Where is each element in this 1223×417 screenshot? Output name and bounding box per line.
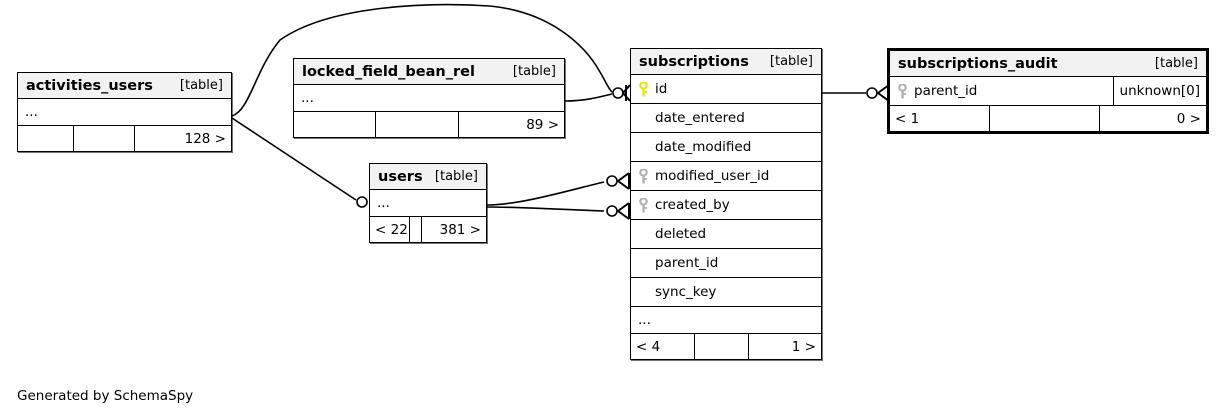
table-footer-users: < 22 381 > [370, 217, 486, 242]
table-ellipsis-row: ... [631, 307, 821, 334]
cardinality-zero-users [356, 196, 368, 208]
crowsfoot-modified_user_id [616, 172, 630, 190]
column-name-cell: parent_id [890, 83, 1113, 99]
table-tag: [table] [179, 78, 223, 93]
column-name-cell: date_modified [631, 139, 821, 155]
table-ellipsis-row: ... [370, 190, 486, 217]
footer-cell-right: 1 > [791, 338, 816, 355]
table-title: subscriptions_audit [898, 55, 1058, 72]
table-locked_field_bean_rel[interactable]: locked_field_bean_rel [table] ... 89 > [293, 58, 565, 138]
table-footer-locked_field_bean_rel: 89 > [294, 112, 564, 137]
cardinality-zero-audit-parent_id [866, 87, 878, 99]
table-title: activities_users [26, 77, 153, 94]
footer-cell-right: 0 > [1176, 110, 1201, 127]
table-ellipsis-row: ... [18, 99, 231, 126]
table-tag: [table] [1154, 56, 1198, 71]
column-name-cell: created_by [631, 197, 821, 213]
edge-locked_field_bean_rel-subscriptions [564, 93, 613, 102]
table-title: users [378, 168, 423, 185]
cardinality-zero-created_by [606, 205, 618, 217]
footer-cell-mid [410, 217, 422, 242]
footer-cell-left [18, 126, 74, 151]
column-label: parent_id [914, 83, 978, 99]
cardinality-zero-subscriptions-id [612, 87, 624, 99]
crowsfoot-subscriptions-id [621, 84, 631, 102]
column-label: date_modified [655, 139, 752, 155]
table-subscriptions_audit[interactable]: subscriptions_audit [table] parent_id un… [887, 48, 1209, 134]
column-name-cell: id [631, 81, 821, 97]
column-name-cell: date_entered [631, 110, 821, 126]
table-header-subscriptions_audit: subscriptions_audit [table] [890, 51, 1206, 77]
primary-key-icon [639, 81, 648, 96]
edge-users-created_by [486, 206, 605, 212]
foreign-key-icon [898, 83, 907, 98]
table-footer-subscriptions_audit: < 1 0 > [890, 106, 1206, 131]
schemaspy-credit: Generated by SchemaSpy [17, 388, 194, 404]
column-type-cell: unknown[0] [1112, 77, 1206, 105]
table-footer-subscriptions: < 4 1 > [631, 334, 821, 359]
column-label: deleted [655, 226, 707, 242]
column-label: id [655, 81, 668, 97]
table-title: locked_field_bean_rel [302, 63, 475, 80]
column-row-id[interactable]: id [631, 75, 821, 104]
column-label: modified_user_id [655, 168, 770, 184]
column-row-sync_key[interactable]: sync_key [631, 278, 821, 307]
footer-cell-left: < 1 [890, 106, 990, 131]
table-header-activities_users: activities_users [table] [18, 73, 231, 99]
column-name-cell: deleted [631, 226, 821, 242]
table-subscriptions[interactable]: subscriptions [table] id date_entered [630, 48, 822, 360]
footer-cell-mid [990, 106, 1100, 131]
footer-cell-mid [74, 126, 135, 151]
footer-cell-right: 381 > [439, 221, 481, 238]
footer-cell-right: 89 > [526, 116, 559, 133]
foreign-key-icon [639, 168, 648, 183]
column-row-created_by[interactable]: created_by [631, 191, 821, 220]
edge-users-modified_user_id [486, 181, 605, 206]
column-name-cell: sync_key [631, 284, 821, 300]
column-row-date_modified[interactable]: date_modified [631, 133, 821, 162]
column-label: parent_id [655, 255, 719, 271]
table-activities_users[interactable]: activities_users [table] ... 128 > [17, 72, 232, 152]
column-label: sync_key [655, 284, 717, 300]
column-row-modified_user_id[interactable]: modified_user_id [631, 162, 821, 191]
cardinality-zero-modified_user_id [606, 175, 618, 187]
table-ellipsis-row: ... [294, 85, 564, 112]
column-label: created_by [655, 197, 730, 213]
column-row-deleted[interactable]: deleted [631, 220, 821, 249]
footer-cell-left [294, 112, 376, 137]
column-row-date_entered[interactable]: date_entered [631, 104, 821, 133]
column-name-cell: parent_id [631, 255, 821, 271]
table-header-subscriptions: subscriptions [table] [631, 49, 821, 75]
column-label: date_entered [655, 110, 745, 126]
footer-cell-left: < 22 [370, 217, 410, 242]
footer-cell-mid [695, 334, 749, 359]
table-header-users: users [table] [370, 164, 486, 190]
table-users[interactable]: users [table] ... < 22 381 > [369, 163, 487, 243]
table-header-locked_field_bean_rel: locked_field_bean_rel [table] [294, 59, 564, 85]
table-tag: [table] [434, 169, 478, 184]
column-row-parent_id[interactable]: parent_id unknown[0] [890, 77, 1206, 106]
table-tag: [table] [769, 54, 813, 69]
table-tag: [table] [512, 64, 556, 79]
foreign-key-icon [639, 197, 648, 212]
table-title: subscriptions [639, 53, 749, 70]
column-name-cell: modified_user_id [631, 168, 821, 184]
column-row-parent_id[interactable]: parent_id [631, 249, 821, 278]
table-footer-activities_users: 128 > [18, 126, 231, 151]
footer-cell-right: 128 > [184, 130, 226, 147]
crowsfoot-created_by [616, 202, 630, 220]
footer-cell-left: < 4 [631, 334, 695, 359]
footer-cell-mid [376, 112, 459, 137]
